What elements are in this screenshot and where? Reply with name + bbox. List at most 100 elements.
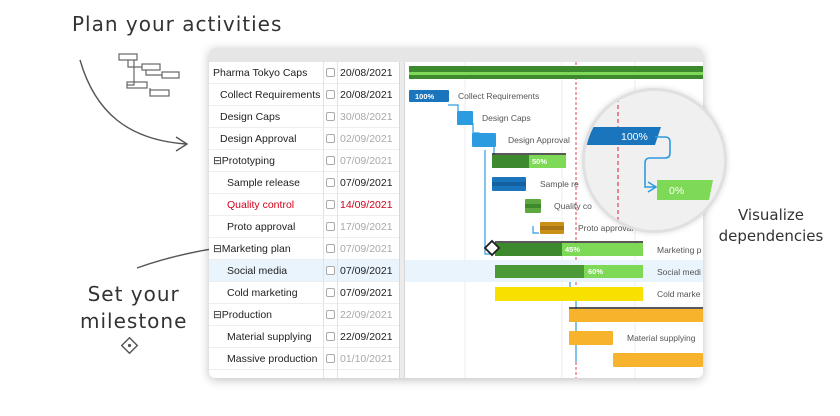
marketing-progress-bar[interactable] [495,243,562,256]
task-checkbox[interactable] [326,134,335,143]
grid-splitter[interactable] [399,62,405,378]
set-milestone-annotation: Set your milestone [80,281,187,335]
zoom-progress-bottom: 0% [669,185,684,197]
plan-arrow-head [175,136,189,152]
social-media-progress [495,265,584,278]
task-checkbox[interactable] [326,68,335,77]
task-row[interactable]: Sample release 07/09/2021 [209,172,399,194]
progress-label: 100% [415,92,435,101]
task-checkbox[interactable] [326,244,335,253]
design-approval-bar[interactable] [472,133,496,147]
task-row[interactable]: Design Approval 02/09/2021 [209,128,399,150]
grid-column-divider [323,62,324,378]
bar-label[interactable]: Design Caps [482,113,531,123]
plan-activities-annotation: Plan your activities [72,12,283,36]
task-row[interactable]: Design Caps 30/08/2021 [209,106,399,128]
task-checkbox[interactable] [326,90,335,99]
task-name[interactable]: Social media [227,265,288,277]
task-row[interactable]: Massive production 01/10/2021 [209,348,399,370]
task-name[interactable]: Massive production [227,353,318,365]
task-row[interactable]: ⊟Production 22/09/2021 [209,304,399,326]
task-checkbox[interactable] [326,354,335,363]
cold-marketing-bar[interactable] [495,287,643,301]
task-name[interactable]: Design Caps [220,111,281,123]
bar-label[interactable]: Sample re [540,179,579,189]
task-date: 07/09/2021 [340,177,393,189]
dependency-connector [484,150,492,255]
task-row[interactable]: Social media 07/09/2021 [209,260,399,282]
prototyping-progress-bar[interactable] [492,155,529,168]
task-checkbox[interactable] [326,288,335,297]
set-milestone-line2: milestone [80,309,188,333]
bar-label[interactable]: Marketing p [657,245,702,255]
task-date: 07/09/2021 [340,265,393,277]
task-checkbox[interactable] [326,266,335,275]
task-name[interactable]: ⊟Marketing plan [213,243,291,255]
task-date: 20/08/2021 [340,67,393,79]
task-row[interactable]: Cold marketing 07/09/2021 [209,282,399,304]
task-name[interactable]: ⊟Production [213,309,272,321]
visualize-line1: Visualize [737,206,805,224]
task-name[interactable]: ⊟Prototyping [213,155,275,167]
task-date: 07/09/2021 [340,287,393,299]
task-name[interactable]: Pharma Tokyo Caps [213,67,308,79]
quality-control-progress [525,204,541,208]
zoom-progress-top: 100% [621,131,648,143]
task-checkbox[interactable] [326,222,335,231]
task-date: 02/09/2021 [340,133,393,145]
bar-label[interactable]: Collect Requirements [458,91,539,101]
task-name[interactable]: Proto approval [227,221,296,233]
zoom-child-bar [657,180,713,200]
task-checkbox[interactable] [326,332,335,341]
bar-label[interactable]: Cold marke [657,289,701,299]
progress-label: 60% [588,267,603,276]
bar-label[interactable]: Quality co [554,201,592,211]
task-row[interactable]: Material supplying 22/09/2021 [209,326,399,348]
task-name[interactable]: Material supplying [227,331,312,343]
task-name[interactable]: Collect Requirements [220,89,321,101]
design-caps-bar[interactable] [457,111,473,125]
task-date: 17/09/2021 [340,221,393,233]
task-checkbox[interactable] [326,310,335,319]
task-date: 22/09/2021 [340,331,393,343]
task-date: 30/08/2021 [340,111,393,123]
task-checkbox[interactable] [326,112,335,121]
task-date: 07/09/2021 [340,155,393,167]
project-summary-bar-stripe[interactable] [409,72,703,75]
material-supplying-bar[interactable] [569,331,613,345]
zoom-dependency-connector [644,136,671,188]
task-date: 14/09/2021 [340,199,393,211]
task-checkbox[interactable] [326,156,335,165]
production-summary-bar[interactable] [569,309,703,322]
task-date: 01/10/2021 [340,353,393,365]
task-name[interactable]: Cold marketing [227,287,298,299]
bar-label[interactable]: Proto approval [578,223,633,233]
zoom-detail: 100% 0% [585,91,713,230]
bar-label[interactable]: Material supplying [627,333,696,343]
task-row[interactable]: Pharma Tokyo Caps 20/08/2021 [209,62,399,84]
panel-header-bar [209,48,703,62]
zoom-dependency-arrowhead [647,181,658,193]
task-name[interactable]: Quality control [227,199,295,211]
visualize-line2: dependencies [718,227,824,245]
sample-release-progress [492,182,526,186]
proto-approval-progress [540,226,564,230]
bar-label[interactable]: Social medi [657,267,701,277]
task-row[interactable]: ⊟Prototyping 07/09/2021 [209,150,399,172]
task-row[interactable]: Quality control 14/09/2021 [209,194,399,216]
massive-production-bar[interactable] [613,353,703,367]
task-name[interactable]: Design Approval [220,133,297,145]
bar-label[interactable]: Design Approval [508,135,570,145]
task-checkbox[interactable] [326,200,335,209]
task-name[interactable]: Sample release [227,177,300,189]
task-date: 22/09/2021 [340,309,393,321]
task-checkbox[interactable] [326,178,335,187]
progress-label: 50% [532,157,547,166]
task-row[interactable]: Proto approval 17/09/2021 [209,216,399,238]
wbs-tree-icon [118,53,180,97]
milestone-diamond[interactable] [483,239,501,257]
zoom-parent-bar [585,127,661,145]
collect-requirements-bar[interactable] [409,90,449,102]
